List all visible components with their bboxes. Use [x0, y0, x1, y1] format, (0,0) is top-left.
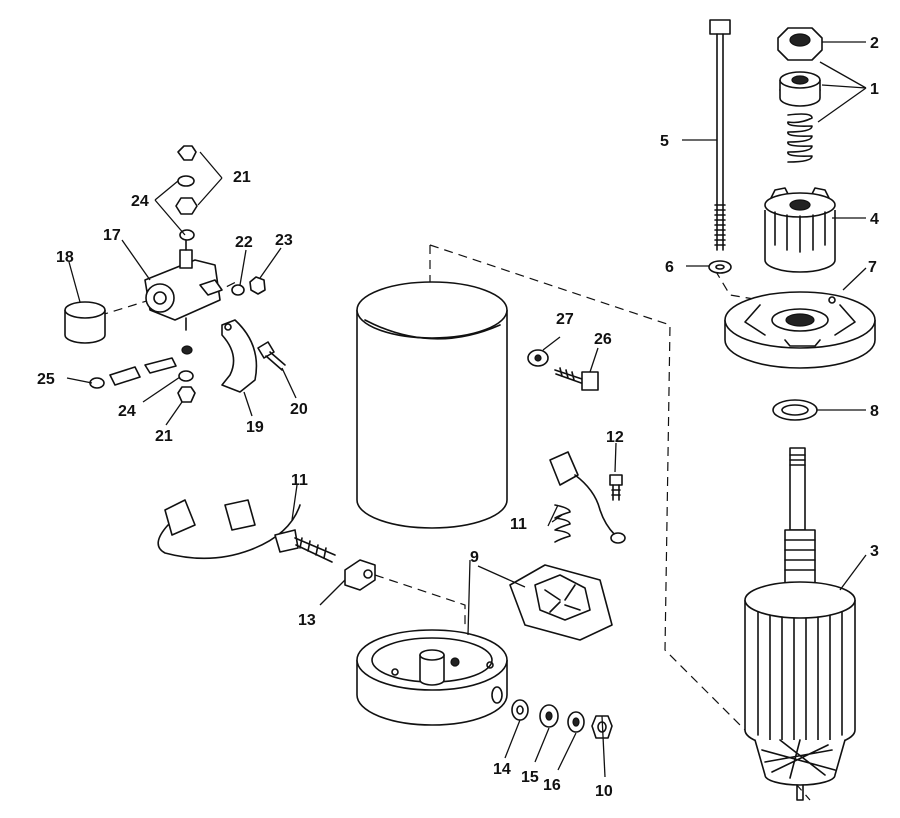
callout-24-top: 24	[131, 193, 149, 210]
callout-10: 10	[595, 783, 613, 800]
callout-13: 13	[298, 612, 316, 629]
field-frame-housing	[356, 281, 508, 529]
armature	[744, 447, 856, 801]
callout-14: 14	[493, 761, 511, 778]
callout-7: 7	[868, 259, 877, 276]
pinion-nut	[777, 27, 823, 61]
callout-22: 22	[235, 234, 253, 251]
callout-9: 9	[470, 549, 479, 566]
washer-14	[511, 699, 529, 721]
boot-18	[64, 301, 106, 344]
washer-6	[708, 260, 732, 274]
callout-19: 19	[246, 419, 264, 436]
thrust-washer	[772, 399, 818, 421]
callout-21-bottom: 21	[155, 428, 173, 445]
callout-1: 1	[870, 81, 879, 98]
commutator-end-cap	[356, 629, 508, 726]
nut-22	[231, 284, 245, 296]
callout-11-left: 11	[291, 472, 308, 489]
callout-16: 16	[543, 777, 561, 794]
brush-set-left	[157, 499, 336, 563]
brush-holder-plate	[509, 564, 613, 641]
screw-26	[554, 367, 599, 391]
spacer-and-spring	[779, 71, 821, 163]
washer-27	[527, 349, 549, 367]
callout-26: 26	[594, 331, 612, 348]
washer-15	[539, 704, 559, 728]
terminal-bracket	[344, 559, 376, 591]
callout-18: 18	[56, 249, 74, 266]
callout-17: 17	[103, 227, 121, 244]
solenoid-17	[144, 239, 223, 331]
callout-24-bottom: 24	[118, 403, 136, 420]
callout-20: 20	[290, 401, 308, 418]
screw-20	[257, 341, 286, 371]
washer-16	[567, 711, 585, 733]
callout-23: 23	[275, 232, 293, 249]
brush-with-wire	[549, 451, 626, 544]
nuts-and-washers-21-24-top	[175, 145, 198, 241]
cable-25	[89, 345, 193, 389]
callout-4: 4	[870, 211, 879, 228]
callout-labels: 1 2 3 4 5 6 7 8 9 10 11 11 12 13 14 15 1…	[37, 35, 879, 800]
callout-2: 2	[870, 35, 879, 52]
through-bolt	[709, 19, 731, 251]
callout-5: 5	[660, 133, 669, 150]
callout-6: 6	[665, 259, 674, 276]
callout-12: 12	[606, 429, 624, 446]
brush-spring	[554, 504, 571, 543]
callout-21-top: 21	[233, 169, 251, 186]
nut-23	[249, 276, 266, 295]
callout-3: 3	[870, 543, 879, 560]
callout-27: 27	[556, 311, 574, 328]
screw-12	[609, 474, 623, 501]
nuts-and-washers-21-24-bottom	[177, 370, 196, 403]
drive-pinion	[764, 187, 836, 273]
callout-8: 8	[870, 403, 879, 420]
callout-15: 15	[521, 769, 539, 786]
callout-leaders	[66, 41, 867, 778]
bracket-19	[221, 319, 258, 393]
callout-11-right: 11	[510, 516, 527, 533]
drive-end-cap	[724, 291, 876, 369]
callout-25: 25	[37, 371, 55, 388]
